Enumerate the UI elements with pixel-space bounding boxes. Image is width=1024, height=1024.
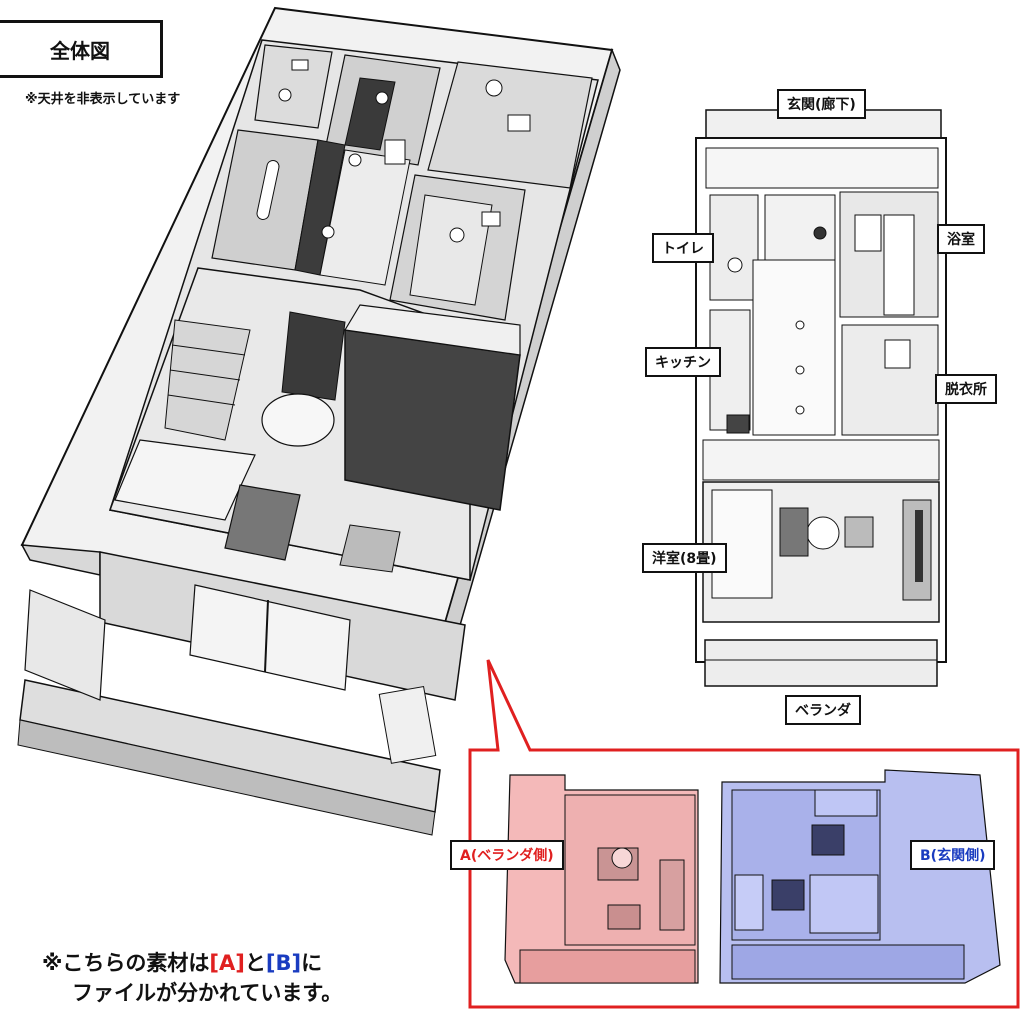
note-file-a: [A] — [209, 951, 245, 975]
panel-a-veranda-side — [504, 774, 699, 984]
isometric-apartment-view — [17, 6, 621, 836]
page-title: 全体図 — [0, 20, 163, 78]
label-dressing-room: 脱衣所 — [935, 374, 997, 404]
file-split-note-line1: ※こちらの素材は[A]と[B]に — [42, 948, 342, 978]
note-mid: と — [244, 951, 266, 975]
label-bath: 浴室 — [937, 224, 985, 254]
label-kitchen: キッチン — [645, 347, 721, 377]
label-toilet: トイレ — [652, 233, 714, 263]
label-entrance: 玄関(廊下) — [777, 89, 866, 119]
label-western-room: 洋室(8畳) — [642, 543, 727, 573]
ceiling-hidden-note: ※天井を非表示しています — [25, 92, 181, 107]
note-file-b: [B] — [265, 951, 302, 975]
file-split-callout — [468, 659, 1020, 1009]
file-split-note-line2: ファイルが分かれています。 — [72, 981, 343, 1005]
panel-b-entrance-side — [719, 769, 1001, 984]
label-veranda: ベランダ — [785, 695, 861, 725]
floor-plan — [695, 109, 947, 687]
note-prefix: ※こちらの素材は — [42, 951, 210, 975]
label-file-b: B(玄関側) — [910, 840, 996, 870]
note-suffix: に — [301, 951, 323, 975]
label-file-a: A(ベランダ側) — [450, 840, 564, 870]
file-split-note: ※こちらの素材は[A]と[B]に ファイルが分かれています。 — [42, 948, 342, 1008]
